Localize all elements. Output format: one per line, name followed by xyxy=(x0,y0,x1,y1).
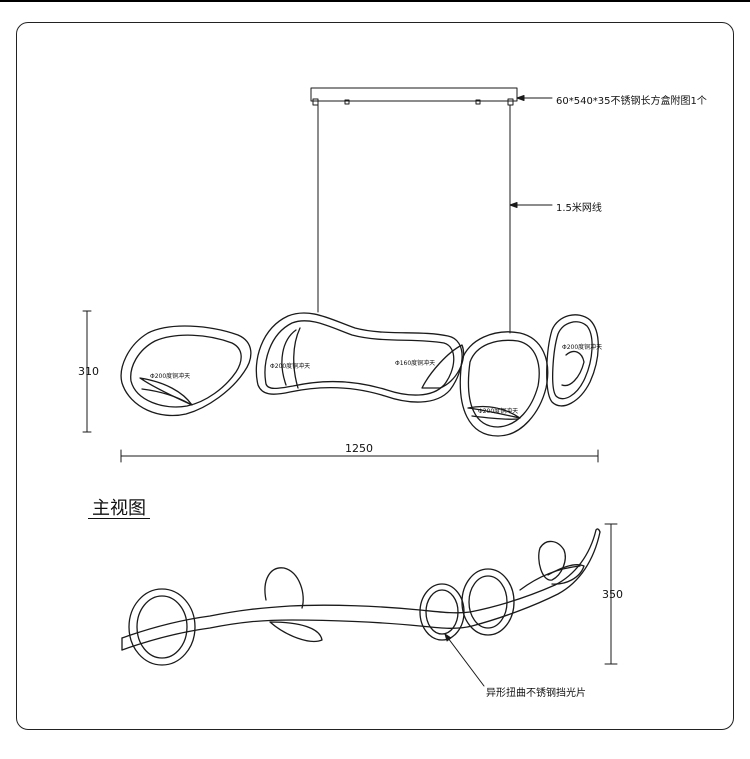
part-leader xyxy=(444,633,485,687)
shade-label-3: Φ160度铜冲天 xyxy=(395,360,436,367)
front-view-title: 主视图 xyxy=(92,498,146,519)
front-shade-3 xyxy=(459,331,549,437)
width-dim-label: 1250 xyxy=(345,442,373,455)
width-dimension xyxy=(120,449,599,463)
canopy-leader xyxy=(516,95,553,101)
front-shade-2 xyxy=(255,312,465,403)
canopy-label: 60*540*35不锈钢长方盒附图1个 xyxy=(556,96,707,107)
title-underline xyxy=(88,518,150,519)
side-view-body xyxy=(121,528,601,666)
shade-label-2: Φ200度铜冲天 xyxy=(270,363,311,370)
canopy-box xyxy=(310,87,518,106)
suspension-wires xyxy=(317,104,511,334)
part-label: 异形扭曲不锈钢挡光片 xyxy=(486,688,586,699)
side-height-dim-label: 350 xyxy=(602,588,623,601)
wire-label: 1.5米网线 xyxy=(556,203,602,214)
shade-label-5: Φ200度铜冲天 xyxy=(562,344,603,351)
height-dimension xyxy=(82,310,92,433)
shade-label-1: Φ200度铜冲天 xyxy=(150,373,191,380)
shade-label-4: Φ200度铜冲天 xyxy=(478,408,519,415)
wire-leader xyxy=(509,202,553,208)
front-shade-4 xyxy=(546,314,599,407)
side-height-dimension xyxy=(604,523,618,665)
top-border-line xyxy=(0,0,750,2)
drawing-frame xyxy=(16,22,734,730)
front-shade-1 xyxy=(120,325,252,417)
height-dim-label: 310 xyxy=(78,365,99,378)
